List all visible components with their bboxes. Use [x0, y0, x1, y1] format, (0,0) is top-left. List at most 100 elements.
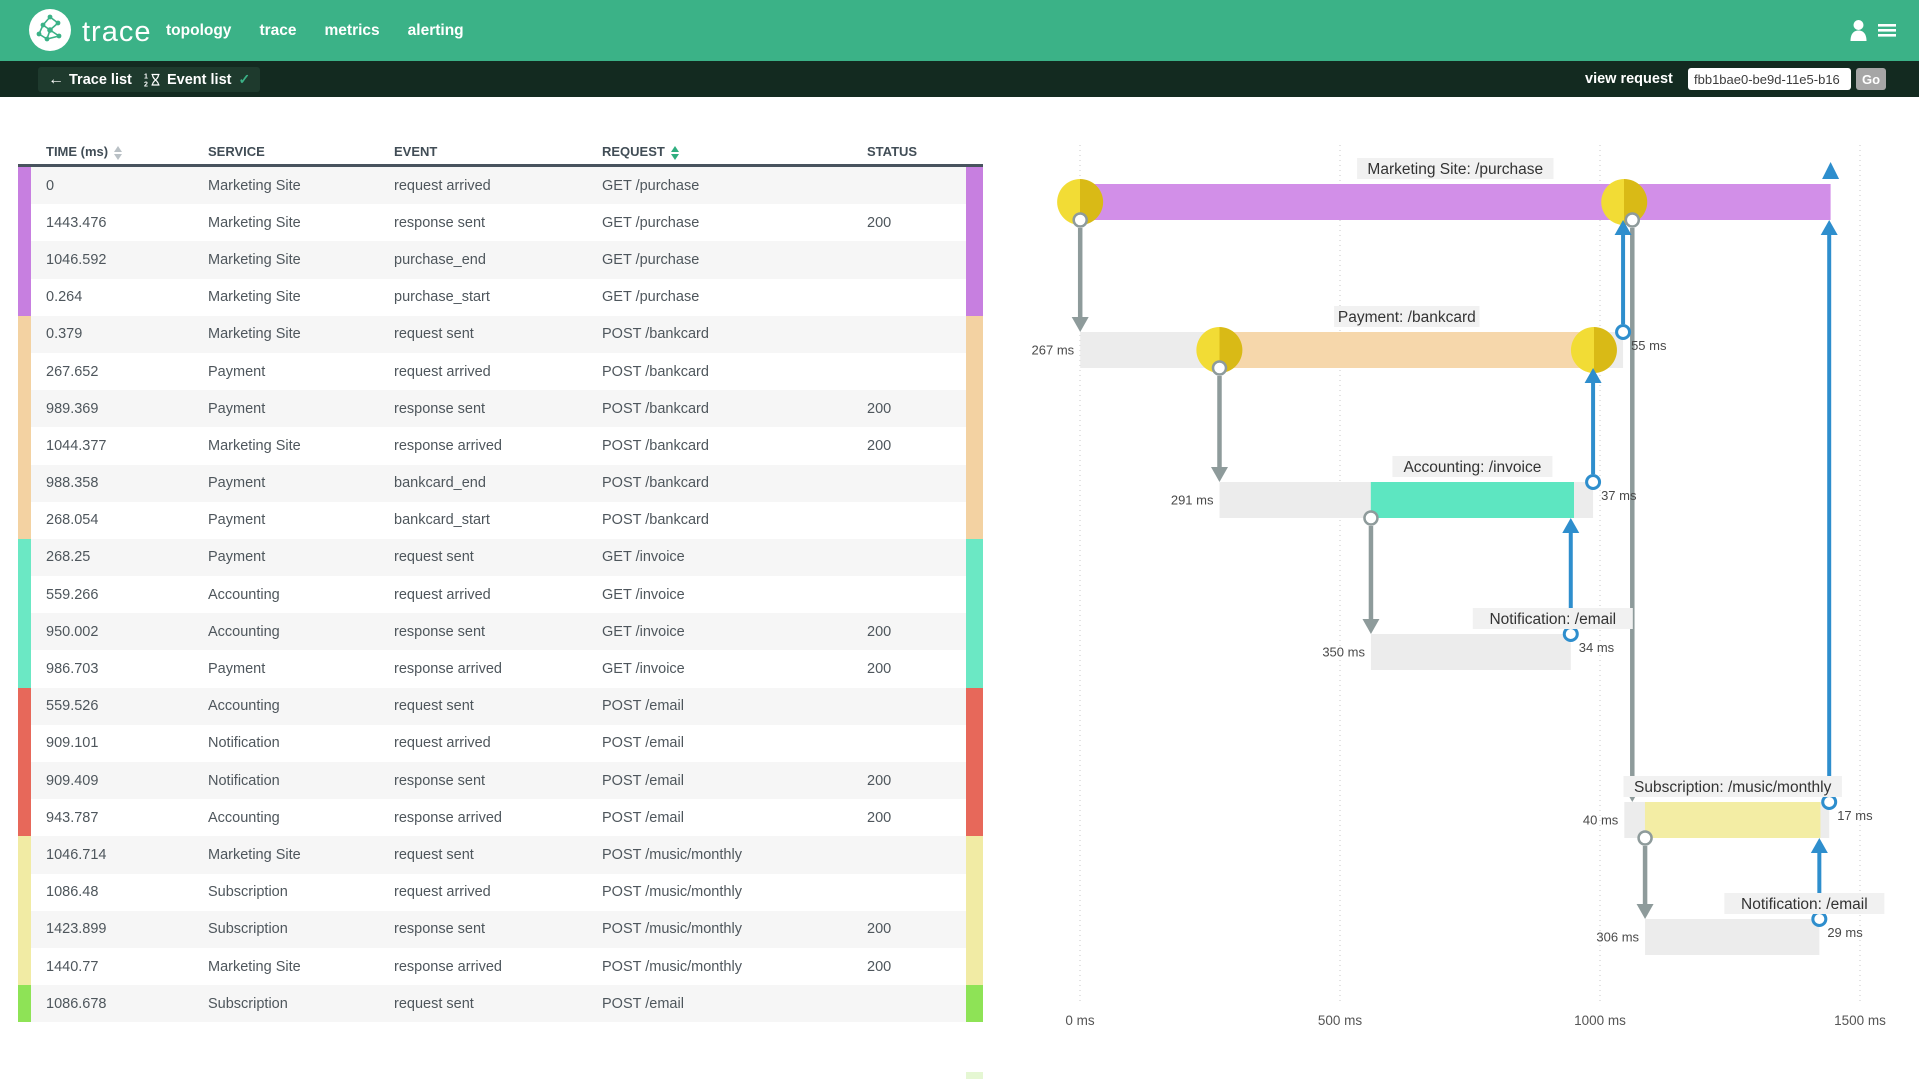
nav-link-alerting[interactable]: alerting: [407, 21, 464, 39]
request-latency-label: 306 ms: [1596, 930, 1639, 945]
span-marker-circle[interactable]: [1057, 179, 1104, 225]
brand[interactable]: trace: [28, 8, 151, 57]
event-list-sort-icon: 1 2: [144, 72, 161, 87]
nav-link-metrics[interactable]: metrics: [324, 21, 380, 39]
trace-list-button[interactable]: ← Trace list: [38, 67, 142, 92]
span-marker-circle[interactable]: [1601, 179, 1648, 225]
response-origin-ring[interactable]: [1821, 794, 1838, 810]
request-origin-ring[interactable]: [1072, 212, 1088, 228]
cell-event: request sent: [394, 698, 474, 715]
span-title-bg: [1357, 158, 1554, 179]
nav-links: topology trace metrics alerting: [152, 0, 478, 61]
nav-link-trace[interactable]: trace: [259, 21, 297, 39]
span-bar[interactable]: [1080, 184, 1831, 220]
table-header: TIME (ms) SERVICE EVENT REQUEST STATUS: [18, 137, 983, 167]
cell-service: Marketing Site: [208, 289, 301, 306]
cell-request: GET /invoice: [602, 661, 685, 678]
sort-arrows-icon[interactable]: [114, 145, 123, 160]
span-network-underlay[interactable]: [1370, 634, 1571, 670]
row-color-stripe-right: [966, 576, 983, 614]
span-marker-circle[interactable]: [1196, 327, 1243, 373]
response-origin-ring[interactable]: [1562, 626, 1579, 642]
column-header-status[interactable]: STATUS: [867, 144, 918, 159]
column-header-time-ms-[interactable]: TIME (ms): [46, 137, 123, 167]
go-button[interactable]: Go: [1856, 68, 1886, 90]
span-network-underlay[interactable]: [1645, 919, 1820, 955]
response-origin-ring[interactable]: [1615, 324, 1632, 340]
event-list-button[interactable]: 1 2 Event list ✓: [134, 67, 261, 92]
cell-service: Accounting: [208, 809, 280, 826]
cell-event: request arrived: [394, 363, 491, 380]
span-title: Notification: /email: [1489, 611, 1616, 628]
menu-icon[interactable]: [1877, 18, 1897, 47]
cell-time: 1440.77: [46, 958, 99, 975]
column-header-service[interactable]: SERVICE: [208, 144, 265, 159]
axis-tick-label: 0 ms: [1065, 1013, 1095, 1028]
cell-service: Marketing Site: [208, 177, 301, 194]
cell-time: 1086.48: [46, 884, 99, 901]
sort-arrows-active-icon[interactable]: [670, 145, 679, 160]
row-color-stripe-left: [18, 241, 31, 279]
cell-event: request arrived: [394, 177, 491, 194]
cell-request: POST /bankcard: [602, 400, 709, 417]
row-color-stripe-left: [18, 427, 31, 465]
column-header-event[interactable]: EVENT: [394, 144, 438, 159]
row-color-stripe-right: [966, 799, 983, 837]
cell-request: POST /bankcard: [602, 437, 709, 454]
cell-event: request sent: [394, 326, 474, 343]
cell-event: response sent: [394, 400, 486, 417]
cell-time: 1046.592: [46, 251, 107, 268]
user-icon[interactable]: [1850, 18, 1867, 47]
response-origin-ring[interactable]: [1585, 474, 1602, 490]
column-header-request[interactable]: REQUEST: [602, 137, 679, 167]
span-marker-circle[interactable]: [1570, 327, 1617, 373]
row-color-stripe-right: [966, 315, 983, 353]
span-title: Subscription: /music/monthly: [1634, 779, 1832, 796]
row-color-stripe-left: [18, 613, 31, 651]
cell-service: Payment: [208, 512, 266, 529]
request-origin-ring[interactable]: [1211, 360, 1228, 376]
row-color-stripe-right: [966, 613, 983, 651]
request-origin-ring[interactable]: [1624, 212, 1641, 228]
cell-time: 1086.678: [46, 995, 107, 1012]
span-bar[interactable]: [1644, 802, 1821, 838]
span-bar[interactable]: [1370, 482, 1575, 518]
view-request-label: view request: [1585, 71, 1673, 87]
cell-time: 988.358: [46, 475, 99, 492]
cell-request: GET /purchase: [602, 177, 700, 194]
cell-request: POST /bankcard: [602, 512, 709, 529]
span-bar[interactable]: [1219, 332, 1595, 368]
request-origin-ring[interactable]: [1637, 830, 1653, 846]
cell-request: GET /invoice: [602, 586, 685, 603]
request-id-input[interactable]: [1688, 68, 1851, 90]
cell-service: Payment: [208, 475, 266, 492]
row-color-stripe-right: [966, 947, 983, 986]
request-origin-ring[interactable]: [1363, 510, 1379, 526]
row-color-stripe-left: [18, 278, 31, 316]
response-origin-ring[interactable]: [1811, 911, 1828, 927]
nav-link-topology[interactable]: topology: [166, 21, 232, 39]
